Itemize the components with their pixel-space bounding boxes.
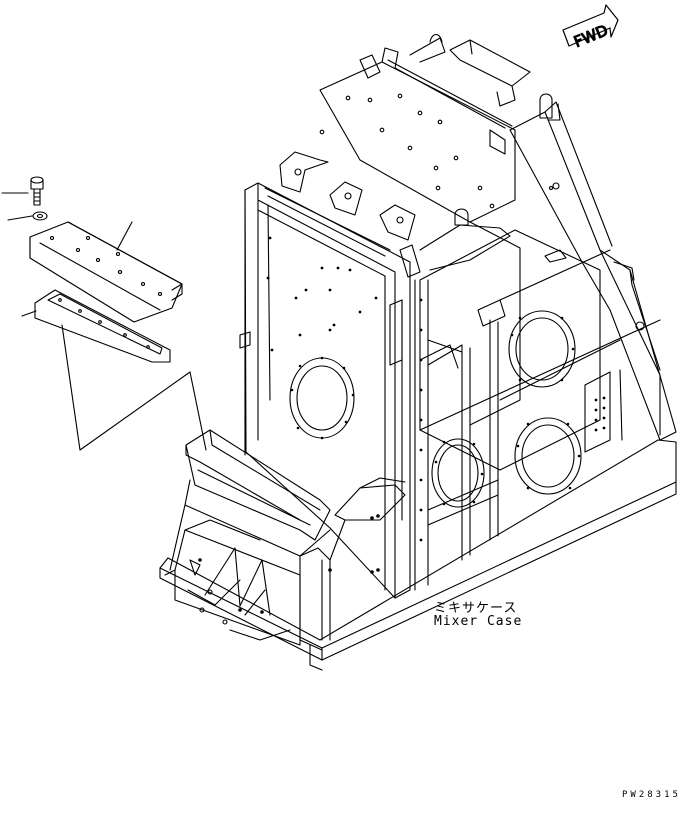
washer-part (32, 211, 48, 221)
central-housing (419, 221, 661, 508)
assembly-pointer (61, 324, 191, 451)
base-frame (159, 439, 677, 671)
leader-line-plate (116, 221, 133, 251)
front-chute (169, 429, 406, 651)
leader-line-gasket (21, 310, 37, 317)
upper-tower (319, 33, 553, 223)
part-name-english: Mixer Case (434, 614, 523, 629)
part-name-japanese: ミキサケース (434, 601, 518, 616)
leader-line-washer (7, 215, 33, 221)
drawing-number: PW28315 (622, 790, 681, 800)
exploded-parts (1, 176, 207, 451)
fwd-label: FWD (571, 21, 610, 51)
mixer-case-body (159, 33, 677, 671)
gasket-part (34, 289, 171, 363)
cover-plate-part (29, 221, 183, 323)
fwd-arrow: FWD (562, 4, 619, 52)
chute-interior (164, 519, 301, 646)
assembly-pointer-2 (189, 371, 207, 451)
vertical-posts (414, 279, 506, 591)
right-side-frame (509, 101, 677, 441)
bolt-part (30, 176, 44, 206)
top-lugs (264, 151, 511, 278)
front-panel (239, 182, 411, 599)
base-bolts (198, 514, 380, 614)
